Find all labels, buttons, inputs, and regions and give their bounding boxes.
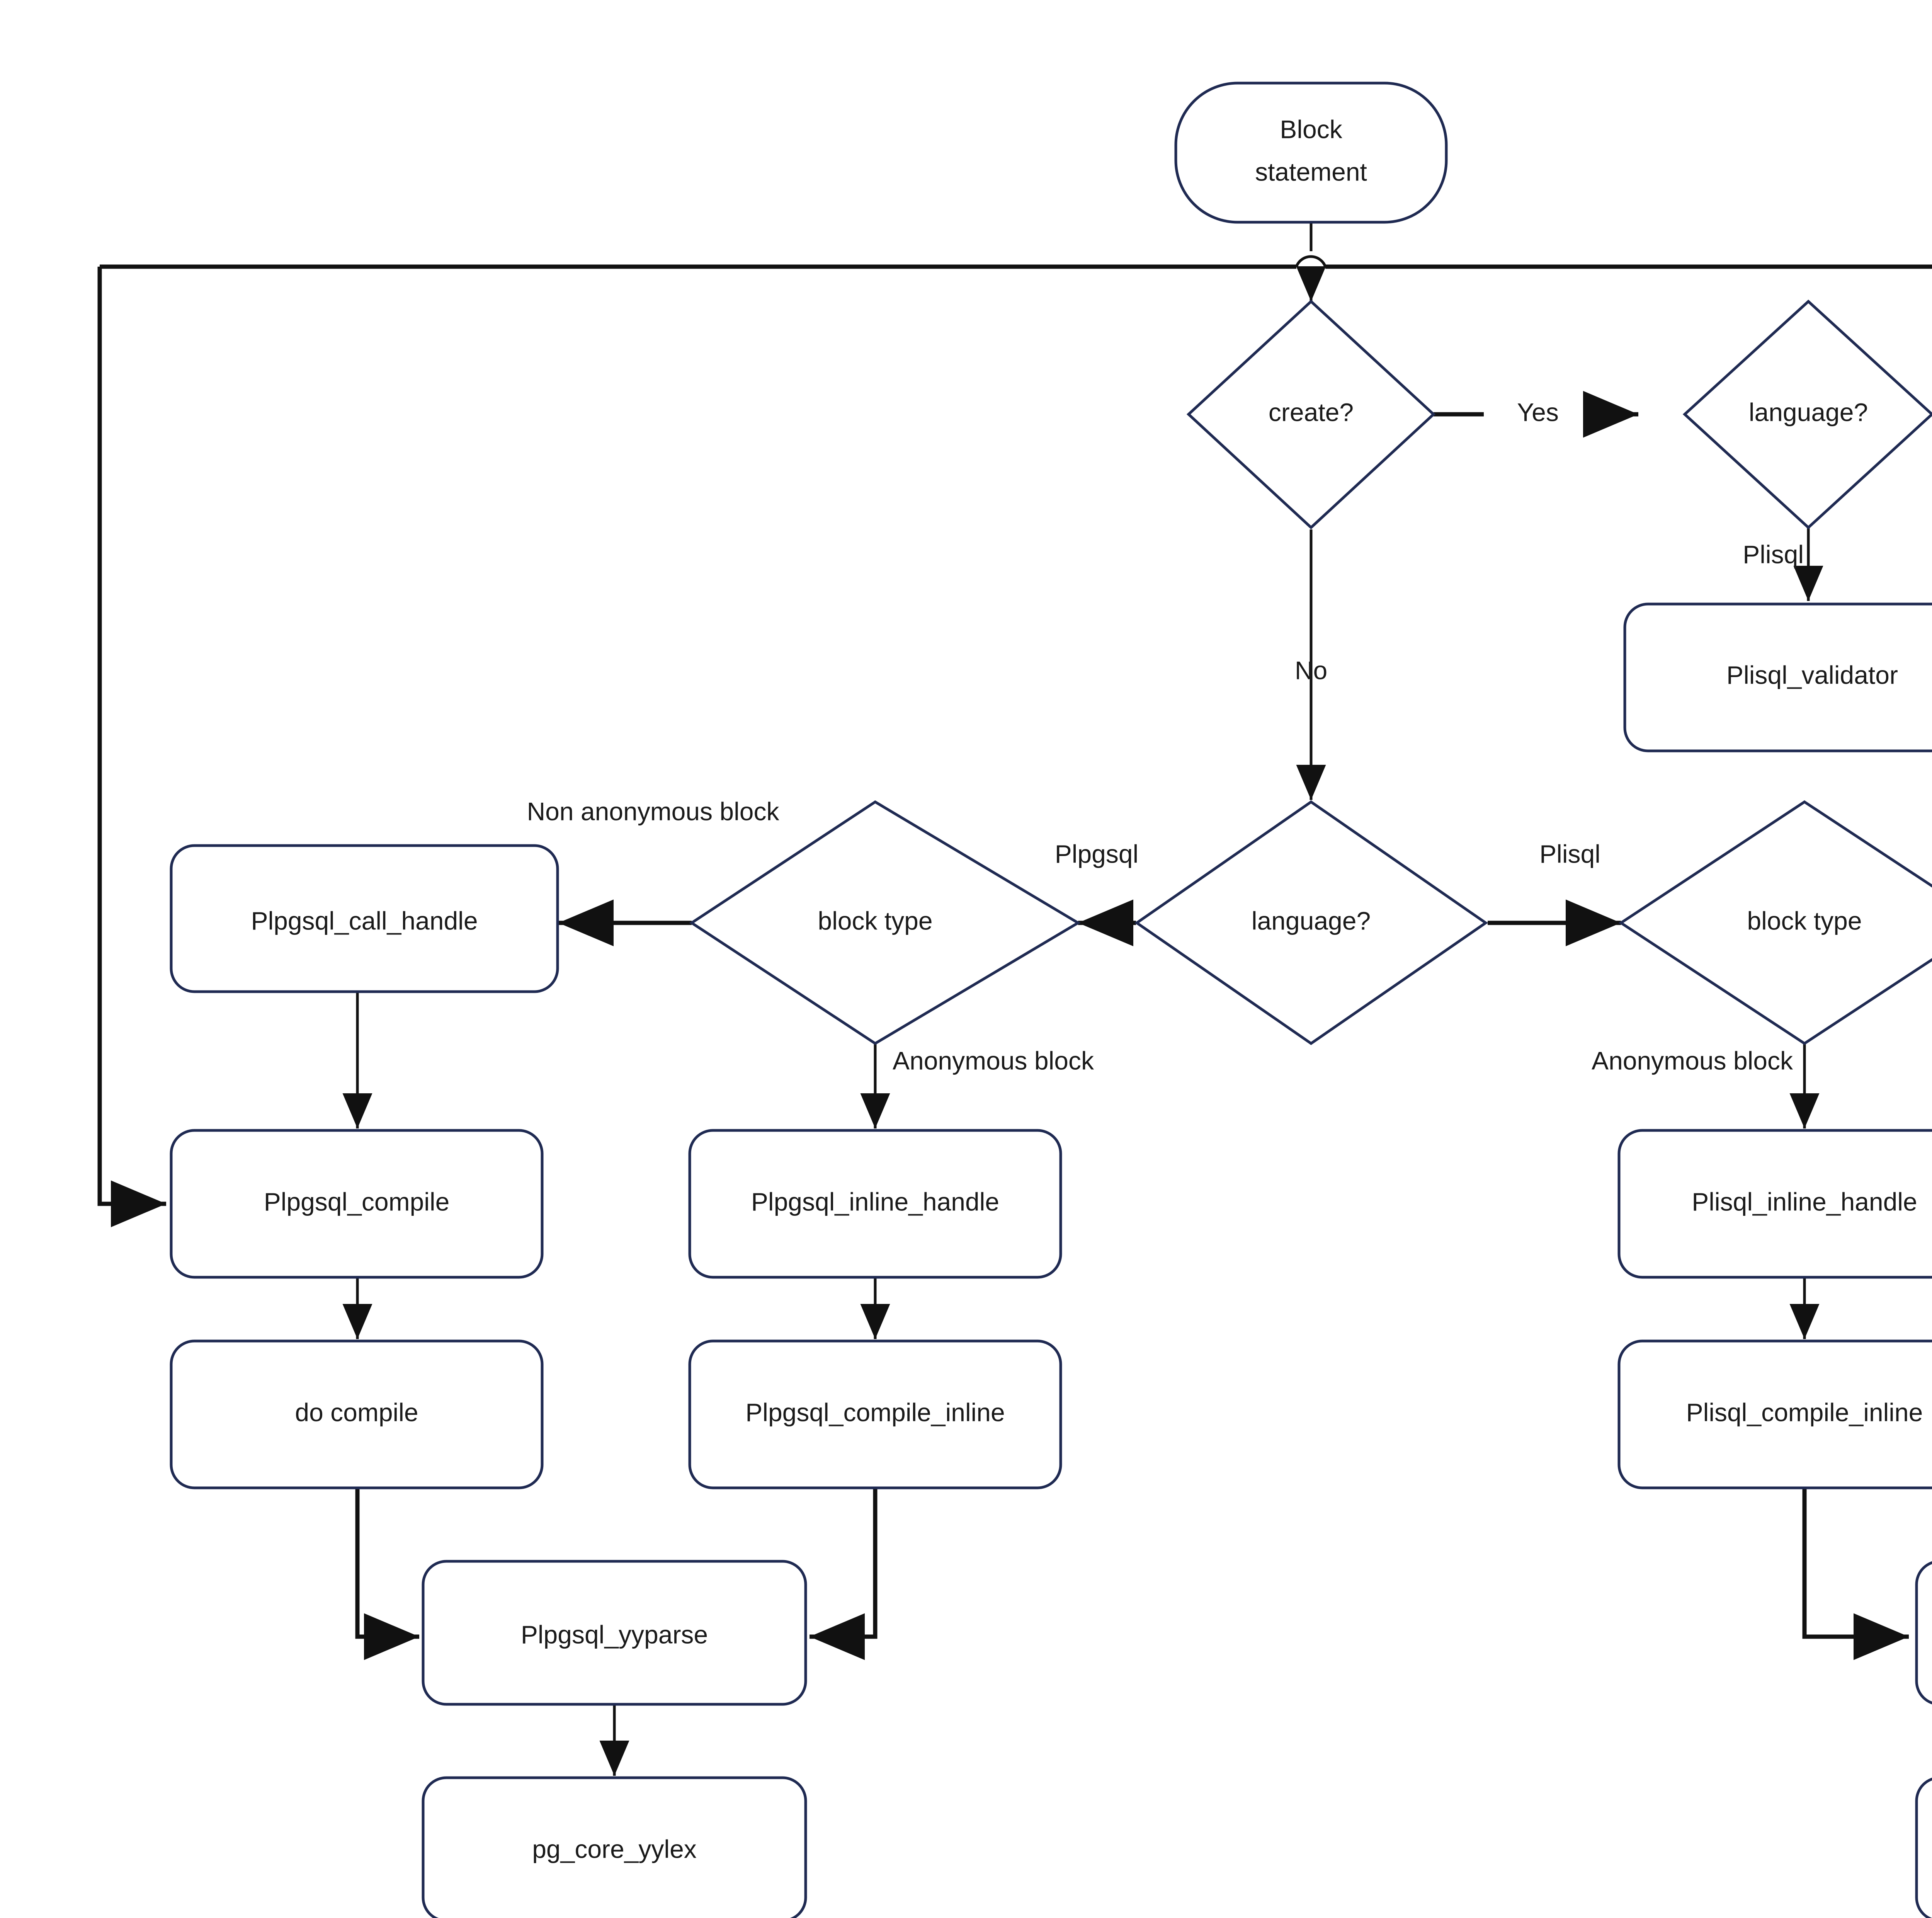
node-plisql-inline-handle-label: Plisql_inline_handle [1692,1187,1917,1216]
node-block-type-right[interactable]: block type [1618,800,1932,1045]
node-plpgsql-yyparse[interactable]: Plpgsql_yyparse [422,1560,807,1706]
node-plpgsql-compile-label: Plpgsql_compile [264,1187,450,1216]
node-do-compile-left-label: do compile [295,1398,418,1426]
node-plpgsql-compile-inline[interactable]: Plpgsql_compile_inline [688,1339,1062,1489]
connector-docompile-left-to-yyparse [355,1488,419,1660]
node-block-type-left-label: block type [818,906,932,935]
node-plisql-validator-label: Plisql_validator [1726,660,1898,689]
node-block-statement[interactable]: Block statement [1174,82,1448,224]
node-language-decision-main[interactable]: language? [1134,800,1488,1045]
node-pg-core-yylex[interactable]: pg_core_yylex [422,1776,807,1918]
connector-layer [97,222,1932,1776]
node-plpgsql-compile[interactable]: Plpgsql_compile [170,1129,544,1279]
connector-compileinline-left-to-yyparse [810,1488,878,1660]
node-language-decision-top-label: language? [1749,398,1868,426]
node-ora-core-yylex[interactable]: ora_core_yylex [1915,1777,1932,1918]
edge-label-plpgsql-main: Plpgsql [1055,839,1138,868]
edge-label-no: No [1295,656,1327,684]
edge-label-anonymous-left: Anonymous block [893,1046,1094,1075]
node-plisql-validator[interactable]: Plisql_validator [1623,602,1932,752]
node-plpgsql-call-handle-label: Plpgsql_call_handle [251,906,478,935]
node-create-decision[interactable]: create? [1186,300,1436,529]
node-plpgsql-call-handle[interactable]: Plpgsql_call_handle [170,844,559,993]
node-plpgsql-inline-handle[interactable]: Plpgsql_inline_handle [688,1129,1062,1279]
edge-label-anonymous-right: Anonymous block [1592,1046,1793,1075]
node-language-decision-top[interactable]: language? [1682,300,1932,529]
node-language-decision-main-label: language? [1252,906,1371,935]
connector-line-jump-arc [1295,255,1327,267]
node-plisql-yyparse[interactable]: Plisql_yyparse [1915,1561,1932,1705]
node-plisql-compile-inline-label: Plisql_compile_inline [1686,1398,1923,1426]
node-block-type-left[interactable]: block type [689,800,1081,1045]
edge-label-plisql-main: Plisql [1539,839,1600,868]
node-create-decision-label: create? [1269,398,1354,426]
edge-label-yes: Yes [1517,398,1559,426]
node-plisql-inline-handle[interactable]: Plisql_inline_handle [1617,1129,1932,1279]
node-block-type-right-label: block type [1747,906,1862,935]
edge-label-non-anonymous-left: Non anonymous block [527,797,779,825]
node-plisql-compile-inline[interactable]: Plisql_compile_inline [1617,1339,1932,1489]
node-plpgsql-yyparse-label: Plpgsql_yyparse [521,1620,708,1649]
node-plpgsql-inline-handle-label: Plpgsql_inline_handle [751,1187,999,1216]
edge-label-plisql-top: Plisql [1743,540,1804,568]
node-plpgsql-compile-inline-label: Plpgsql_compile_inline [745,1398,1005,1426]
node-block-statement-line2: statement [1255,157,1367,186]
edge-label-layer: Yes No Plpgsql Plisql Plpgsql Plisql Non… [527,398,1804,1075]
connector-rail-left-down [97,267,166,1227]
connector-compileinline-right-to-yyparse [1802,1488,1909,1660]
node-pg-core-yylex-label: pg_core_yylex [532,1835,697,1863]
node-block-statement-line1: Block [1280,115,1342,143]
node-do-compile-left[interactable]: do compile [170,1339,544,1489]
